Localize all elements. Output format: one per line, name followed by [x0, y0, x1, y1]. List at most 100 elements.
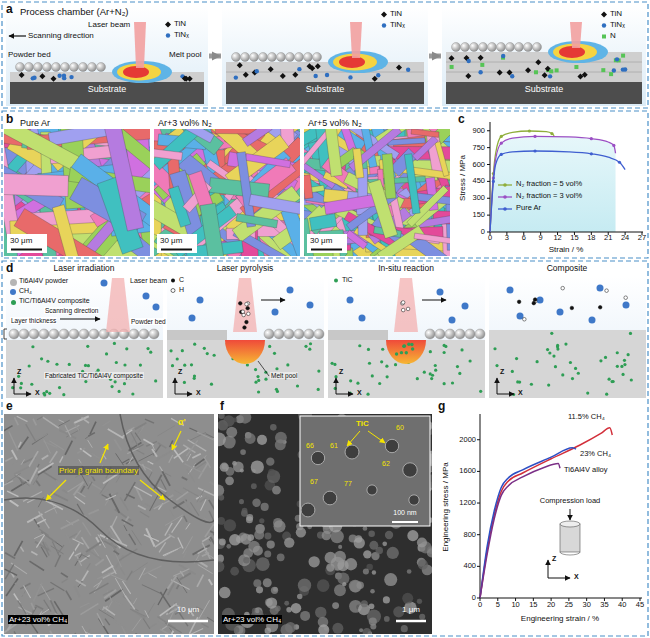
- martensite-lath: [144, 535, 159, 542]
- tinx-symbol: [255, 69, 259, 73]
- powder-particle: [294, 329, 304, 339]
- grain-blob: [261, 503, 269, 511]
- martensite-lath: [10, 500, 19, 506]
- martensite-lath: [4, 481, 13, 490]
- powder-particle: [69, 329, 79, 339]
- node-text: Ar+3 vol% N₂: [158, 118, 212, 128]
- node-text: Process chamber (Ar+N₂): [20, 7, 128, 18]
- grain: [404, 154, 420, 214]
- axis-arrow: [548, 560, 549, 578]
- tic-particle: [366, 393, 369, 396]
- methane-molecule: [143, 293, 150, 300]
- tic-particle: [429, 372, 432, 375]
- tin-symbol: [582, 72, 588, 78]
- martensite-lath: [112, 619, 128, 631]
- tic-particle: [68, 363, 71, 366]
- powder-particle: [232, 53, 241, 62]
- tic-particle: [309, 342, 312, 345]
- grain: [236, 214, 278, 228]
- tic-particle: [123, 382, 126, 385]
- legend-swatch: [10, 279, 17, 286]
- tin-symbol: [381, 12, 387, 18]
- tick-label: 2000: [459, 435, 476, 444]
- tic-particle: [456, 365, 459, 368]
- martensite-lath: [159, 620, 166, 623]
- specimen-body: [560, 524, 580, 552]
- grain-blob: [234, 625, 245, 634]
- tin-symbol: [19, 72, 25, 78]
- tinx-symbol: [466, 59, 470, 63]
- ebsd-map: [154, 129, 300, 256]
- hydrogen-atom: [624, 296, 628, 300]
- tic-symbol: [334, 279, 338, 283]
- grain-blob: [325, 552, 337, 564]
- grain-blob: [256, 586, 263, 593]
- tinx-symbol: [57, 74, 61, 78]
- tick-label: 15: [529, 601, 537, 610]
- node-text: TiN: [174, 19, 186, 28]
- process-stage: TiNTiNₓSubstrate: [222, 6, 428, 106]
- martensite-lath: [143, 619, 150, 629]
- axis-title: Engineering strain / %: [521, 614, 599, 623]
- axis-letter: Z: [339, 368, 343, 376]
- hydrogen-atom: [401, 301, 405, 305]
- martensite-lath: [11, 480, 28, 491]
- built-layer: [226, 62, 424, 82]
- node-text: Ar+5 vol% N₂: [308, 118, 362, 128]
- martensite-lath: [127, 448, 138, 454]
- grain-blob: [263, 578, 272, 587]
- powder-particle: [465, 329, 475, 339]
- grain: [101, 129, 143, 231]
- martensite-lath: [50, 631, 59, 634]
- powder-particle: [52, 63, 61, 72]
- martensite-lath: [148, 573, 156, 578]
- tic-particle: [410, 343, 413, 346]
- series-label: 23% CH₄: [580, 450, 611, 459]
- martensite-lath: [75, 633, 81, 634]
- martensite-lath: [89, 583, 108, 594]
- grain-blob: [318, 624, 329, 634]
- martensite-lath: [33, 475, 39, 485]
- tick: [477, 503, 480, 504]
- node-text: TiNₓ: [610, 20, 625, 29]
- martensite-lath: [142, 585, 161, 594]
- grain-blob: [375, 547, 383, 555]
- grain-blob: [345, 558, 357, 570]
- martensite-lath: [143, 439, 153, 445]
- grain-blob: [361, 600, 368, 607]
- step-background: [6, 276, 163, 398]
- grain-blob: [370, 589, 375, 594]
- tic-particle: [416, 377, 419, 380]
- martensite-lath: [103, 572, 116, 579]
- tic-particle: [84, 364, 87, 367]
- martensite-lath: [122, 459, 129, 463]
- powder-particle: [515, 43, 524, 52]
- axis-letter: X: [35, 389, 40, 397]
- martensite-lath: [75, 553, 81, 556]
- powder-particle: [286, 53, 295, 62]
- node-text: Substrate: [306, 84, 345, 94]
- martensite-lath: [52, 541, 60, 557]
- martensite-lath: [22, 588, 28, 597]
- powder-particle: [284, 329, 294, 339]
- new-layer: [328, 330, 388, 340]
- tin-symbol: [396, 64, 402, 70]
- nitrogen-symbol: [601, 68, 605, 72]
- scale-bar: [311, 249, 342, 251]
- martensite-lath: [122, 520, 134, 527]
- tick: [487, 198, 490, 199]
- martensite-lath: [73, 422, 79, 430]
- size-number: 60: [396, 424, 404, 432]
- grain-blob: [265, 627, 271, 633]
- powder-particle: [461, 43, 470, 52]
- specimen-bottom: [560, 552, 580, 555]
- grain-blob: [264, 533, 271, 540]
- carbon-atom: [245, 320, 249, 324]
- part-label: Fabricated TiC/Ti6Al4V composite: [44, 372, 144, 379]
- tic-particle: [443, 382, 446, 385]
- grain-blob: [407, 530, 418, 541]
- tin-symbol: [507, 70, 513, 76]
- martensite-lath: [205, 524, 214, 537]
- tic-particle: [264, 378, 267, 381]
- legend-label: N₂ fraction = 5 vol%: [516, 180, 582, 189]
